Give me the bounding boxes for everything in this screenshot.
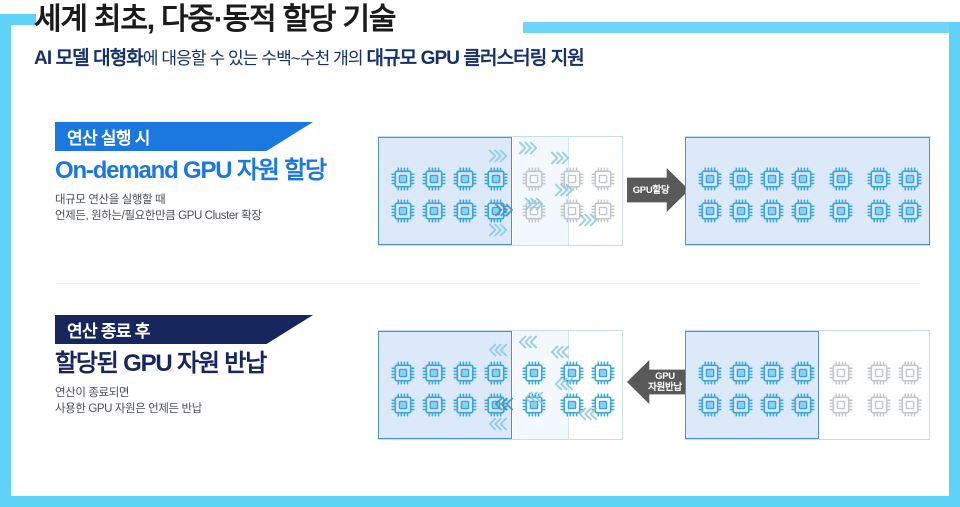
gpu-cluster-after	[685, 136, 930, 246]
slide-header: 세계 최초, 다중·동적 할당 기술 AI 모델 대형화에 대응할 수 있는 수…	[34, 0, 585, 72]
frame-top-left-cap	[0, 14, 36, 25]
chip-column	[867, 361, 891, 417]
section-2-heading: 할당된 GPU 자원 반납	[55, 350, 267, 377]
chip-column	[484, 167, 508, 223]
subtitle-bold-1: AI 모델 대형화	[34, 48, 144, 69]
page-subtitle: AI 모델 대형화에 대응할 수 있는 수백~수천 개의 대규모 GPU 클러스…	[34, 46, 585, 72]
section-2-desc-line-1: 연산이 종료되면	[55, 387, 130, 399]
gpu-cluster-before	[378, 330, 623, 440]
diagram-on-demand-allocation: GPU할당	[378, 136, 930, 246]
chip-column	[591, 167, 615, 223]
chip-column	[867, 167, 891, 223]
chip-column	[791, 167, 815, 223]
chip-column	[422, 167, 446, 223]
section-1-heading: On-demand GPU 자원 할당	[55, 157, 327, 184]
chip-column	[829, 167, 853, 223]
arrow-1-label: GPU할당	[632, 184, 670, 196]
section-2-desc-line-2: 사용한 GPU 자원은 언제든 반납	[55, 403, 202, 415]
page-title: 세계 최초, 다중·동적 할당 기술	[34, 3, 396, 36]
chip-column	[729, 167, 753, 223]
chip-column	[760, 361, 784, 417]
frame-bottom-bar	[0, 496, 960, 507]
chip-column	[391, 167, 415, 223]
chip-column	[560, 167, 584, 223]
chip-column	[791, 361, 815, 417]
section-2-tag: 연산 종료 후	[55, 315, 313, 344]
chip-column	[522, 167, 546, 223]
chip-column	[591, 361, 615, 417]
chip-column	[829, 361, 853, 417]
subtitle-bold-2: 대규모 GPU 클러스터링 지원	[366, 48, 584, 69]
chip-column	[560, 361, 584, 417]
chip-column	[391, 361, 415, 417]
gpu-cluster-before	[378, 136, 623, 246]
section-on-demand-allocation: 연산 실행 시 On-demand GPU 자원 할당 대규모 연산을 실행할 …	[0, 122, 960, 267]
frame-top-right-bar	[523, 22, 960, 33]
chip-column	[453, 167, 477, 223]
section-1-tag: 연산 실행 시	[55, 122, 313, 151]
gpu-allocate-arrow: GPU할당	[627, 168, 689, 212]
chip-column	[698, 167, 722, 223]
section-resource-release: 연산 종료 후 할당된 GPU 자원 반납 연산이 종료되면 사용한 GPU 자…	[0, 315, 960, 455]
chip-column	[729, 361, 753, 417]
frame-right-bar	[949, 22, 960, 507]
section-1-text-column: 연산 실행 시 On-demand GPU 자원 할당 대규모 연산을 실행할 …	[55, 122, 365, 224]
section-1-desc-line-1: 대규모 연산을 실행할 때	[55, 194, 166, 206]
chip-column	[422, 361, 446, 417]
gpu-cluster-after	[685, 330, 930, 440]
diagram-resource-release: GPU 자원반납	[378, 330, 930, 440]
subtitle-normal: 에 대응할 수 있는 수백~수천 개의	[142, 49, 367, 68]
arrow-2-label-2: 자원반납	[648, 382, 682, 393]
chip-column	[760, 167, 784, 223]
allocated-zone	[378, 137, 512, 245]
chip-column	[522, 361, 546, 417]
frame-left-bar	[0, 14, 11, 507]
gpu-release-arrow: GPU 자원반납	[627, 360, 689, 404]
chip-column	[453, 361, 477, 417]
chip-column	[898, 361, 922, 417]
allocated-zone	[685, 137, 930, 245]
chip-column	[484, 361, 508, 417]
chip-column	[898, 167, 922, 223]
section-divider	[55, 283, 920, 284]
chip-column	[698, 361, 722, 417]
section-1-desc-line-2: 언제든, 원하는/필요한만큼 GPU Cluster 확장	[55, 210, 262, 222]
allocated-zone	[685, 331, 819, 439]
arrow-2-label-1: GPU	[655, 371, 675, 382]
section-2-text-column: 연산 종료 후 할당된 GPU 자원 반납 연산이 종료되면 사용한 GPU 자…	[55, 315, 365, 417]
